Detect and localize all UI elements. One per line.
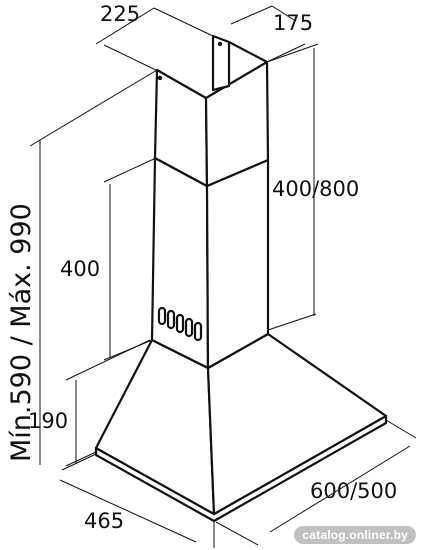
- label-chimney-width: 175: [273, 11, 313, 35]
- lower-chimney-right-face: [205, 158, 270, 370]
- mounting-bracket: [211, 34, 231, 92]
- screw-hole-icon: [217, 41, 223, 47]
- screw-hole-icon: [157, 75, 163, 81]
- label-upper-chimney-height: 400/800: [272, 177, 359, 201]
- label-canopy-height: 190: [28, 409, 68, 433]
- label-lower-chimney-height: 400: [60, 257, 100, 281]
- label-canopy-width: 600/500: [310, 479, 397, 503]
- hood-outline: [94, 34, 388, 523]
- dimension-lines: [29, 5, 417, 548]
- label-canopy-depth: 465: [84, 509, 124, 533]
- lower-chimney-left-face: [150, 156, 210, 370]
- watermark-badge: catalog.onliner.by: [294, 526, 416, 544]
- upper-chimney-right-face: [204, 60, 270, 188]
- vent-slots-icon: [157, 306, 203, 342]
- label-total-height: Mín.590 / Máx. 990: [6, 203, 37, 462]
- label-chimney-depth: 225: [100, 2, 140, 26]
